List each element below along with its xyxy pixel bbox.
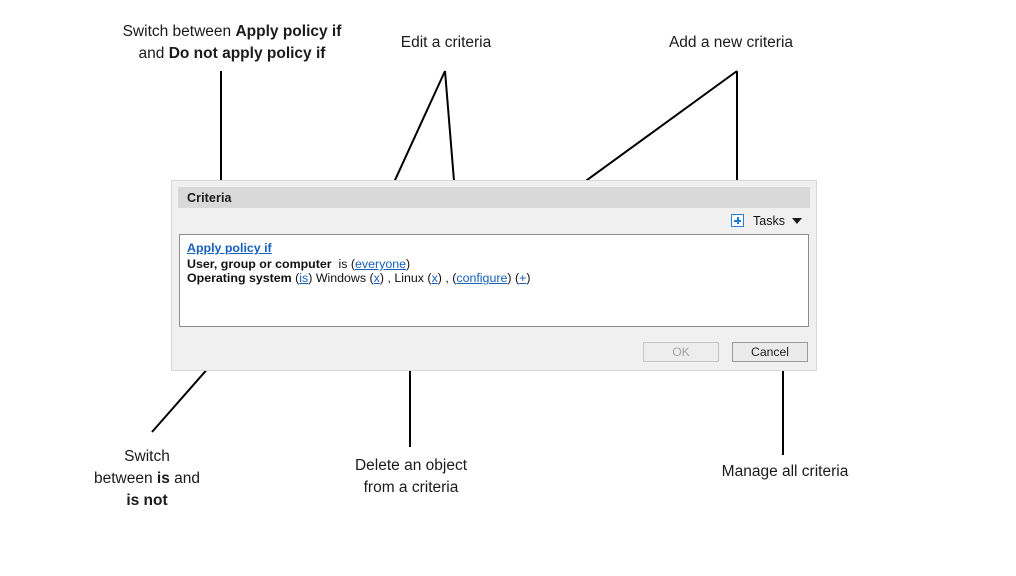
annotation-text: Add a new criteria bbox=[668, 34, 794, 51]
annotation-switch-policy-mode: Switch between Apply policy if and Do not… bbox=[96, 21, 368, 65]
page-title: Criteria bbox=[187, 190, 232, 205]
annotation-text: between bbox=[93, 470, 157, 487]
annotation-text-bold: Do not apply policy if bbox=[168, 45, 326, 62]
annotation-text-bold: is not bbox=[126, 492, 168, 509]
criteria-value-linux: Linux bbox=[394, 271, 424, 286]
tasks-menu-button[interactable]: Tasks bbox=[753, 214, 802, 228]
criteria-operator: is bbox=[338, 257, 348, 271]
tasks-menu-label: Tasks bbox=[753, 213, 785, 228]
annotation-text-bold: is bbox=[156, 470, 170, 487]
dialog-footer: OK Cancel bbox=[172, 334, 816, 370]
criteria-row-operating-system: Operating system (is) Windows (x) , Linu… bbox=[187, 271, 531, 286]
dialog-titlebar: Criteria bbox=[178, 187, 810, 208]
annotation-text: and bbox=[138, 45, 169, 62]
criteria-dialog: Criteria Tasks Apply policy if User, gro… bbox=[171, 180, 817, 371]
annotation-text: Switch bbox=[124, 448, 170, 465]
criteria-value-windows: Windows bbox=[315, 271, 367, 286]
criteria-policy-mode-row: Apply policy if bbox=[187, 239, 802, 257]
open-paren: ( bbox=[350, 257, 356, 271]
value-separator: , bbox=[384, 271, 395, 286]
annotation-text: and bbox=[169, 470, 201, 487]
annotation-text: Switch between bbox=[122, 23, 236, 40]
plus-icon[interactable] bbox=[731, 214, 745, 227]
criteria-label: User, group or computer bbox=[187, 257, 332, 271]
configure-link[interactable]: configure bbox=[456, 271, 508, 286]
criteria-value-everyone[interactable]: everyone bbox=[355, 257, 407, 271]
annotation-add-criteria: Add a new criteria bbox=[640, 32, 822, 54]
criteria-label: Operating system bbox=[187, 271, 292, 286]
criteria-listbox[interactable]: Apply policy if User, group or computer … bbox=[179, 234, 809, 327]
annotation-delete-object: Delete an object from a criteria bbox=[326, 455, 496, 499]
annotation-edit-criteria: Edit a criteria bbox=[366, 32, 526, 54]
add-value-icon[interactable]: + bbox=[519, 271, 527, 286]
ok-button[interactable]: OK bbox=[643, 342, 719, 362]
annotation-text: Manage all criteria bbox=[721, 463, 849, 480]
close-paren: ) bbox=[406, 257, 411, 271]
criteria-row-user-group-computer: User, group or computer is (everyone) bbox=[187, 257, 802, 271]
apply-policy-if-link[interactable]: Apply policy if bbox=[187, 241, 272, 255]
dialog-toolbar: Tasks bbox=[178, 209, 810, 232]
annotation-text: Delete an object bbox=[354, 457, 468, 474]
cancel-button[interactable]: Cancel bbox=[732, 342, 808, 362]
remove-linux-icon[interactable]: x bbox=[431, 271, 438, 286]
remove-windows-icon[interactable]: x bbox=[373, 271, 380, 286]
annotation-manage-all-criteria: Manage all criteria bbox=[692, 461, 878, 483]
annotation-text: Edit a criteria bbox=[400, 34, 492, 51]
value-separator: , bbox=[441, 271, 453, 286]
annotation-text-bold: Apply policy if bbox=[235, 23, 342, 40]
annotation-text: from a criteria bbox=[363, 479, 459, 496]
criteria-operator-is-link[interactable]: is bbox=[299, 271, 309, 286]
chevron-down-icon bbox=[792, 217, 802, 224]
